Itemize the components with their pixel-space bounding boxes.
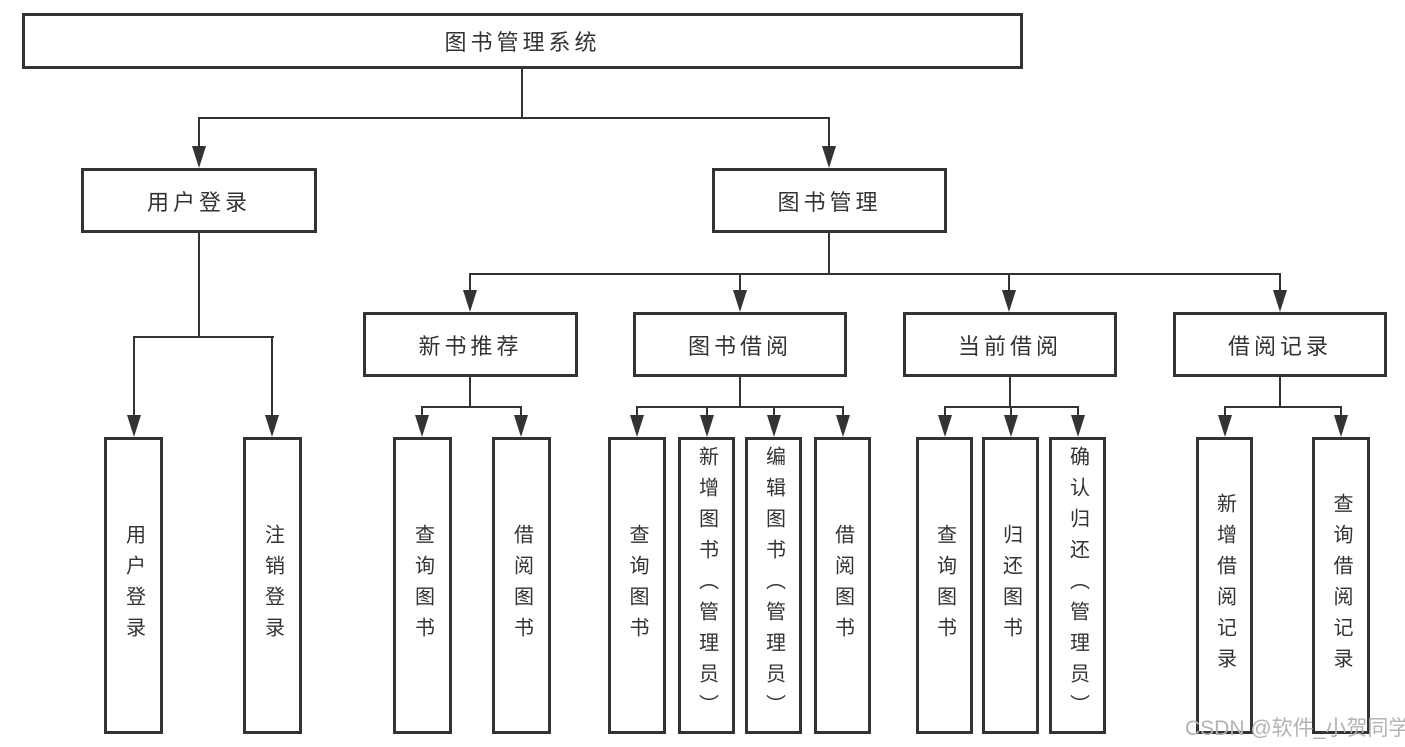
- leaf-label: 新增借阅记录: [1213, 492, 1236, 679]
- connector-drop-leaf: [944, 406, 946, 418]
- arrow-down-icon: [700, 415, 714, 437]
- connector-drop-leaf: [1010, 406, 1012, 418]
- node-new-book-recommendation: 新书推荐: [363, 312, 578, 377]
- leaf-add-books-admin: 新增图书（管理员）: [678, 437, 735, 734]
- arrow-down-icon: [1273, 290, 1287, 312]
- connector-drop-leaf: [1224, 406, 1226, 418]
- connector-level2-splitter: [469, 273, 1281, 275]
- arrow-down-icon: [1002, 290, 1016, 312]
- arrow-down-icon: [415, 415, 429, 437]
- connector-current-borrow-stem: [1009, 377, 1011, 406]
- node-library-management-system: 图书管理系统: [22, 13, 1023, 69]
- connector-user-login-splitter: [133, 336, 274, 338]
- connector-book-borrow-splitter: [636, 406, 844, 408]
- leaf-label: 借阅图书: [510, 523, 533, 648]
- node-borrowing-records: 借阅记录: [1173, 312, 1387, 377]
- leaf-label: 查询图书: [411, 523, 434, 648]
- leaf-borrow-books: 借阅图书: [814, 437, 871, 734]
- connector-drop-book-borrow: [739, 273, 741, 291]
- connector-drop-leaf: [1340, 406, 1342, 418]
- connector-drop-user-login: [198, 117, 200, 147]
- arrow-down-icon: [1334, 415, 1348, 437]
- leaf-query-books-borrowing: 查询图书: [608, 437, 666, 734]
- arrow-down-icon: [938, 415, 952, 437]
- arrow-down-icon: [265, 415, 279, 437]
- connector-book-borrow-stem: [739, 377, 741, 406]
- leaf-user-login: 用户登录: [104, 437, 163, 734]
- connector-root-stem: [521, 69, 523, 117]
- arrow-down-icon: [514, 415, 528, 437]
- node-user-login-branch: 用户登录: [81, 168, 317, 233]
- arrow-down-icon: [463, 290, 477, 312]
- arrow-down-icon: [1004, 415, 1018, 437]
- connector-drop-leaf: [706, 406, 708, 418]
- connector-drop-leaf: [421, 406, 423, 418]
- leaf-label: 查询图书: [933, 523, 956, 648]
- leaf-label: 借阅图书: [831, 523, 854, 648]
- leaf-query-books-recommend: 查询图书: [393, 437, 452, 734]
- leaf-label: 查询借阅记录: [1330, 492, 1352, 679]
- leaf-logout: 注销登录: [243, 437, 302, 734]
- leaf-add-borrow-record: 新增借阅记录: [1196, 437, 1253, 734]
- connector-new-books-splitter: [421, 406, 522, 408]
- leaf-label: 归还图书: [999, 523, 1022, 648]
- node-book-borrowing: 图书借阅: [633, 312, 847, 377]
- arrow-down-icon: [733, 290, 747, 312]
- leaf-query-borrow-record: 查询借阅记录: [1312, 437, 1370, 734]
- connector-drop-borrow-records: [1279, 273, 1281, 291]
- node-book-management-branch: 图书管理: [712, 168, 947, 233]
- arrow-down-icon: [767, 415, 781, 437]
- connector-drop-leaf: [1077, 406, 1079, 418]
- connector-borrow-records-splitter: [1224, 406, 1342, 408]
- arrow-down-icon: [127, 415, 141, 437]
- node-current-borrowing: 当前借阅: [903, 312, 1117, 377]
- connector-drop-leaf-logout: [271, 336, 273, 416]
- leaf-label: 新增图书（管理员）: [695, 446, 718, 725]
- leaf-return-books: 归还图书: [982, 437, 1039, 734]
- arrow-down-icon: [1218, 415, 1232, 437]
- leaf-label: 注销登录: [261, 523, 284, 648]
- connector-borrow-records-stem: [1279, 377, 1281, 406]
- connector-drop-current-borrow: [1008, 273, 1010, 291]
- connector-drop-book-mgmt: [828, 117, 830, 147]
- connector-drop-leaf: [842, 406, 844, 418]
- connector-user-login-stem: [198, 233, 200, 336]
- leaf-label: 查询图书: [626, 523, 648, 648]
- arrow-down-icon: [836, 415, 850, 437]
- connector-drop-leaf: [520, 406, 522, 418]
- connector-new-books-stem: [469, 377, 471, 406]
- arrow-down-icon: [1071, 415, 1085, 437]
- leaf-label: 用户登录: [122, 523, 145, 648]
- connector-drop-leaf: [773, 406, 775, 418]
- leaf-label: 确认归还（管理员）: [1066, 446, 1089, 725]
- leaf-label: 编辑图书（管理员）: [762, 446, 785, 725]
- leaf-confirm-return-admin: 确认归还（管理员）: [1049, 437, 1106, 734]
- connector-level1-splitter: [198, 117, 830, 119]
- arrow-down-icon: [192, 146, 206, 168]
- connector-book-mgmt-stem: [828, 233, 830, 273]
- arrow-down-icon: [630, 415, 644, 437]
- connector-drop-leaf: [636, 406, 638, 418]
- connector-drop-leaf-user-login: [133, 336, 135, 416]
- leaf-borrow-books-recommend: 借阅图书: [492, 437, 551, 734]
- arrow-down-icon: [822, 146, 836, 168]
- leaf-edit-books-admin: 编辑图书（管理员）: [745, 437, 802, 734]
- leaf-query-books-current: 查询图书: [916, 437, 973, 734]
- csdn-watermark: CSDN @软件_小贺同学: [1185, 717, 1405, 740]
- connector-drop-new-books: [469, 273, 471, 291]
